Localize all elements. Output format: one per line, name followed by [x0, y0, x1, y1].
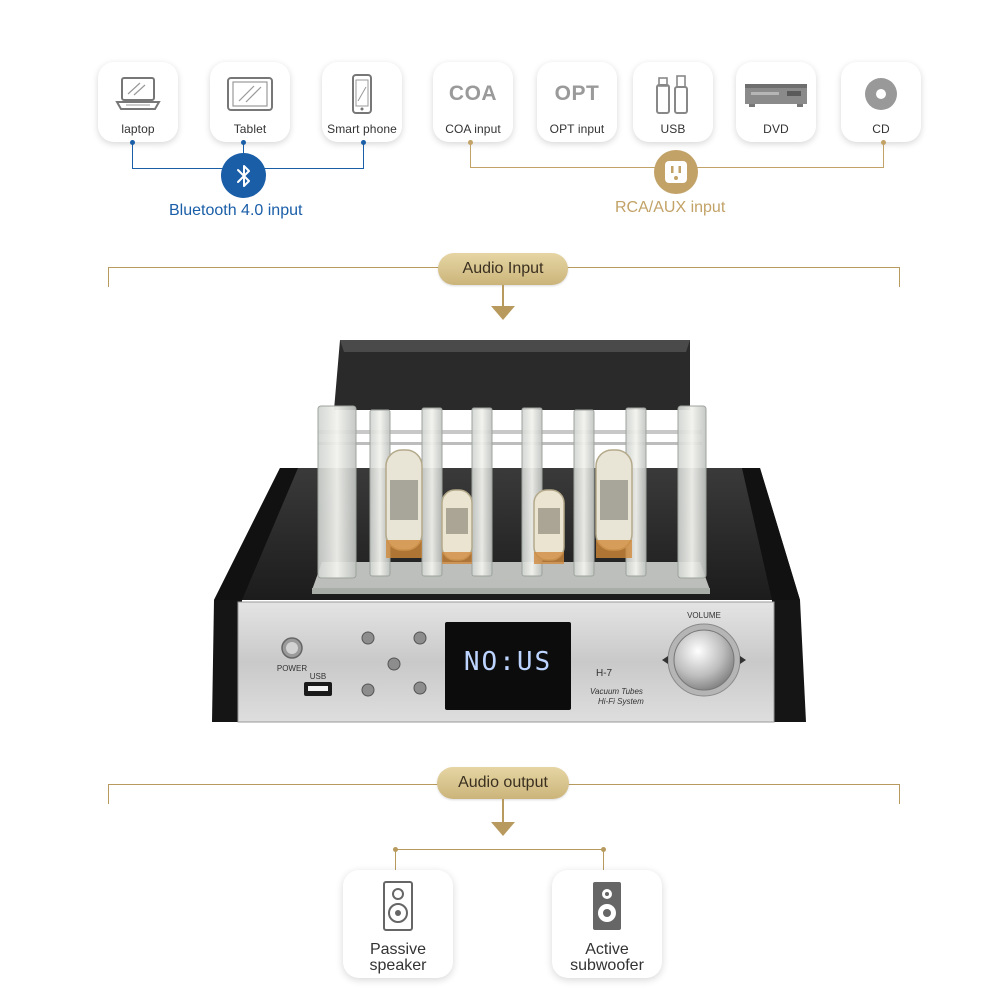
bluetooth-wire [132, 144, 133, 169]
output-arrow-stem [502, 799, 504, 823]
model-text: H-7 [596, 668, 613, 679]
audio-input-pill: Audio Input [438, 253, 568, 285]
smartphone-label: Smart phone [327, 122, 397, 136]
active-subwoofer-line1: Active [585, 941, 629, 958]
opt-source-tile: OPT OPT input [537, 62, 617, 142]
connector-dot [241, 140, 246, 145]
bluetooth-icon [221, 153, 266, 198]
dvd-player-icon [743, 72, 809, 116]
active-subwoofer-icon [590, 880, 624, 932]
output-wire [603, 849, 604, 871]
passive-speaker-icon [381, 880, 415, 932]
opt-badge: OPT [554, 82, 600, 105]
rca-wire [470, 144, 471, 168]
cd-source-tile: CD [841, 62, 921, 142]
bluetooth-caption: Bluetooth 4.0 input [169, 202, 303, 219]
volume-text: VOLUME [687, 611, 721, 620]
input-arrow-icon [491, 306, 515, 320]
opt-label: OPT input [549, 122, 605, 136]
laptop-label: laptop [121, 122, 155, 136]
smartphone-icon [347, 72, 377, 116]
usb-source-tile: USB [633, 62, 713, 142]
connector-dot [468, 140, 473, 145]
laptop-icon [114, 72, 162, 116]
passive-speaker-line2: speaker [369, 957, 427, 974]
bluetooth-wire [363, 144, 364, 169]
tablet-icon [224, 72, 276, 116]
subtitle-line2: Hi-Fi System [598, 697, 644, 706]
cd-label: CD [872, 122, 890, 136]
tablet-source-tile: Tablet [210, 62, 290, 142]
dvd-label: DVD [763, 122, 789, 136]
output-arrow-icon [491, 822, 515, 836]
passive-speaker-tile: Passive speaker [343, 870, 453, 978]
coa-badge: COA [448, 82, 498, 105]
active-subwoofer-line2: subwoofer [570, 957, 644, 974]
lcd-display: NO:US [464, 647, 552, 677]
audio-output-pill: Audio output [437, 767, 569, 799]
coa-label: COA input [445, 122, 501, 136]
usb-icon [651, 72, 695, 116]
bluetooth-wire [243, 144, 244, 159]
subtitle-line1: Vacuum Tubes [590, 687, 643, 696]
laptop-source-tile: laptop [98, 62, 178, 142]
power-outlet-icon [654, 150, 698, 194]
connector-dot [130, 140, 135, 145]
dvd-source-tile: DVD [736, 62, 816, 142]
output-wire [395, 849, 396, 871]
tablet-label: Tablet [233, 122, 267, 136]
usb-label: USB [660, 122, 686, 136]
usb-port-text: USB [310, 672, 326, 681]
cd-icon [861, 72, 901, 116]
smartphone-source-tile: Smart phone [322, 62, 402, 142]
output-wire [395, 849, 604, 850]
input-arrow-stem [502, 285, 504, 307]
power-text: POWER [277, 664, 307, 673]
connector-dot [361, 140, 366, 145]
connector-dot [881, 140, 886, 145]
tube-amplifier: POWER USB NO:US H-7 Vacuum Tubes Hi-Fi S… [200, 330, 810, 730]
rca-wire [883, 144, 884, 168]
passive-speaker-line1: Passive [369, 941, 426, 958]
rca-caption: RCA/AUX input [615, 199, 726, 216]
active-subwoofer-tile: Active subwoofer [552, 870, 662, 978]
coa-source-tile: COA COA input [433, 62, 513, 142]
